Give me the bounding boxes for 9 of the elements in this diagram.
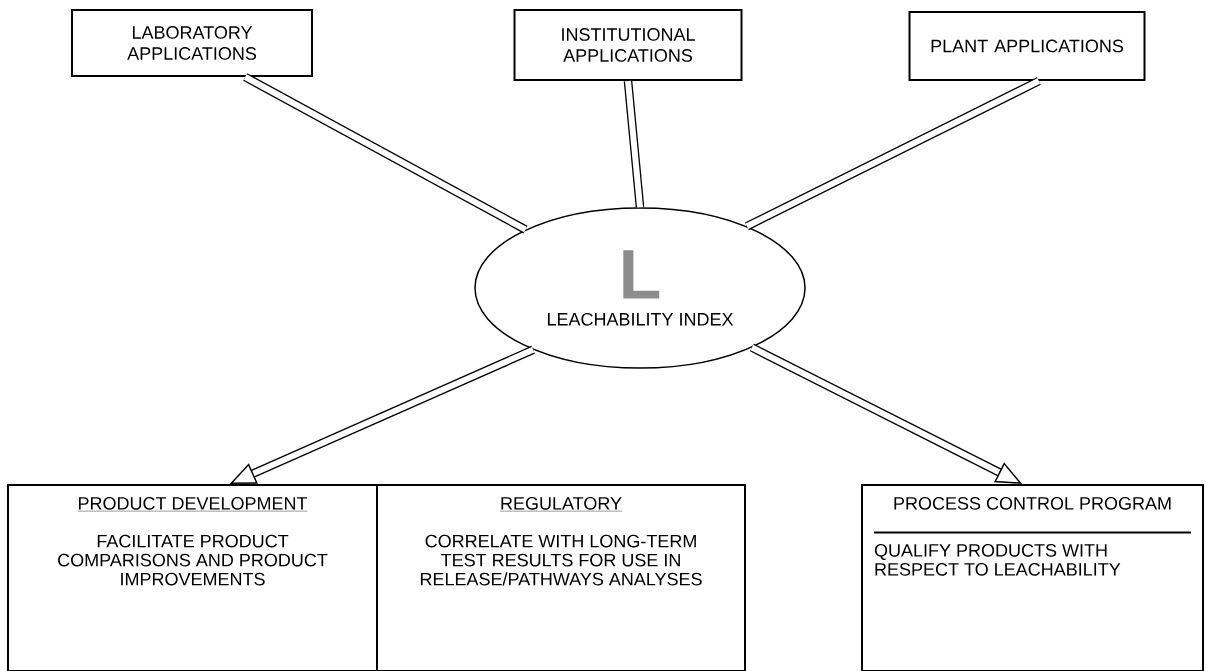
connector xyxy=(243,73,528,234)
application-box: PLANT APPLICATIONS xyxy=(908,11,1146,81)
connector xyxy=(623,80,645,208)
application-box: INSTITUTIONAL APPLICATIONS xyxy=(513,9,743,81)
text-panel: PRODUCT DEVELOPMENT FACILITATE PRODUCT COMPARISONS AND PRODUCT IMPROVEMENTS xyxy=(7,484,378,671)
connector xyxy=(744,77,1041,231)
text-panel: REGULATORY CORRELATE WITH LONG-TERM TEST RESULTS FOR USE IN RELEASE/PATHWAYS ANALYSES xyxy=(376,484,746,671)
application-box: LABORATORY APPLICATIONS xyxy=(71,9,313,77)
text-panel: PROCESS CONTROL PROGRAM QUALIFY PRODUCTS WITH RESPECT TO LEACHABILITY xyxy=(861,484,1204,671)
